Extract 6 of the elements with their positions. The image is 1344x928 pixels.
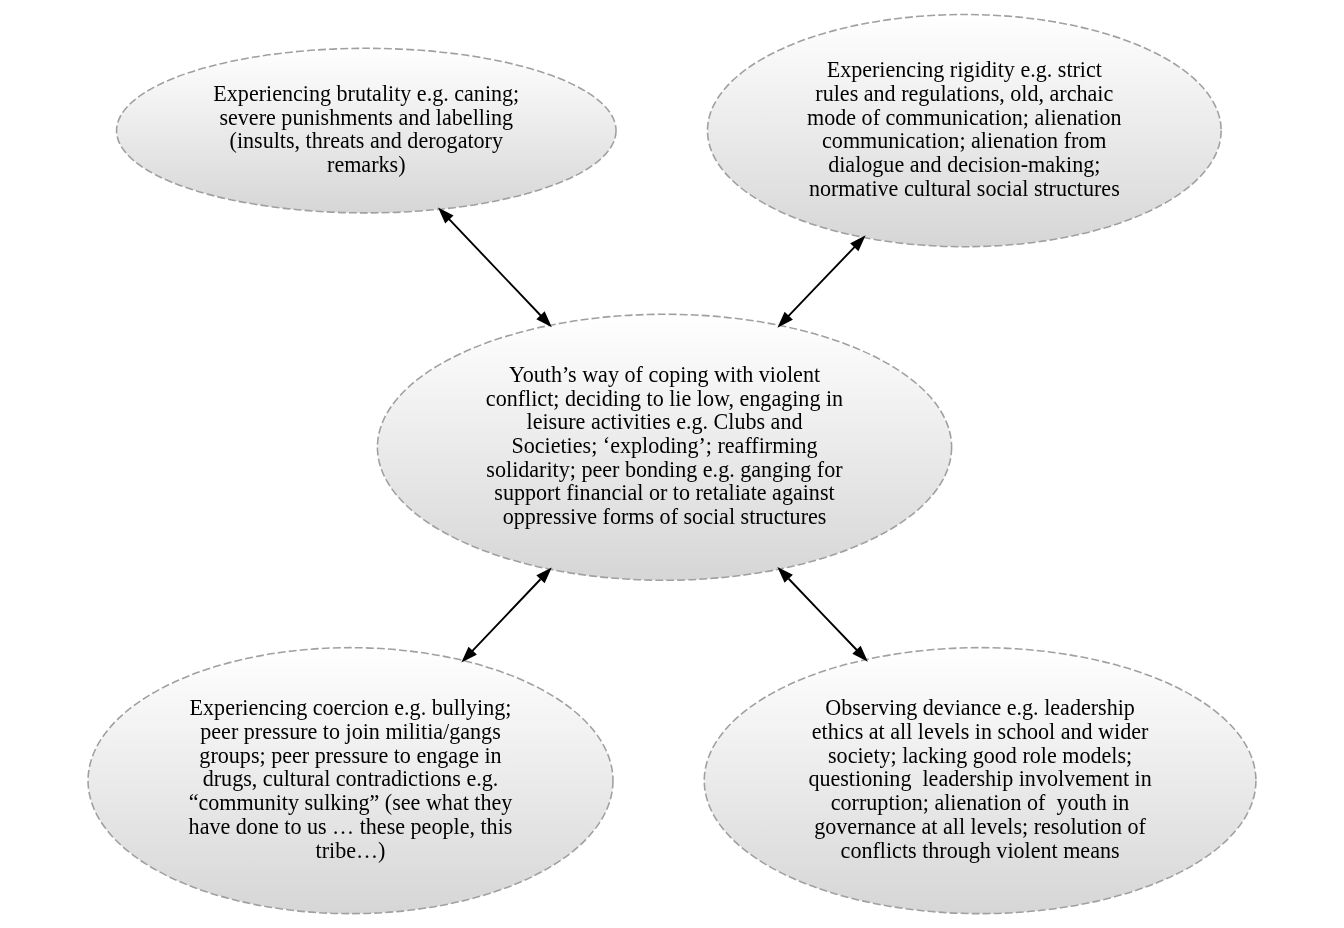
arrow (777, 566, 868, 662)
node-ellipse: Experiencing rigidity e.g. strict rules and regulations, old, archaic mode of communication; alienation communication; alienation from dialogue and decision-making; normative cultural social structures (706, 13, 1222, 248)
arrow (461, 567, 552, 663)
node-ellipse: Experiencing brutality e.g. caning; severe punishments and labelling (insults, threats and derogatory remarks) (115, 47, 617, 214)
arrow (777, 235, 866, 328)
arrow (438, 207, 552, 328)
